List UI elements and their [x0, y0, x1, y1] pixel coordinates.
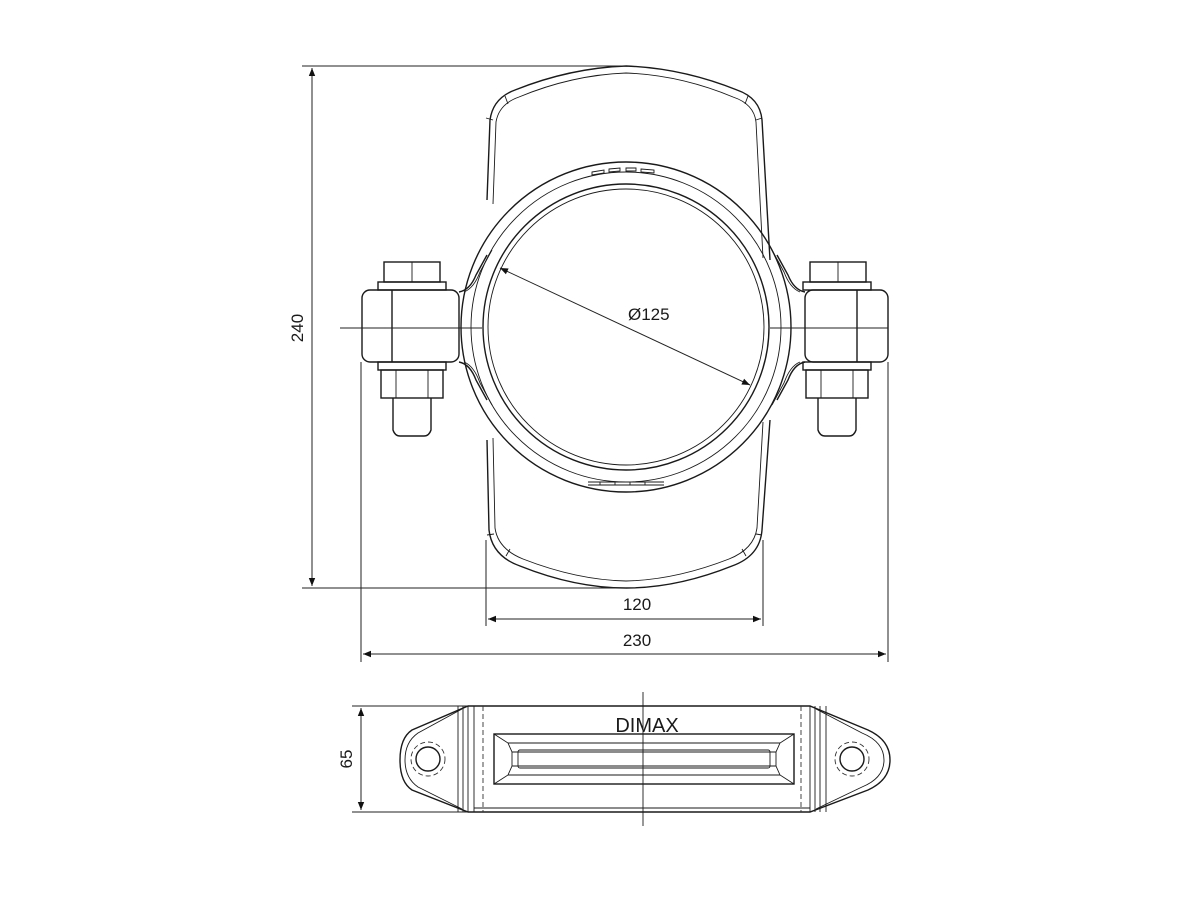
edge-ticks [485, 95, 763, 557]
bore [482, 183, 770, 471]
left-bolt-hole [415, 746, 441, 772]
bore-diameter-dimension-line [499, 267, 751, 386]
product-marking: DIMAX [615, 715, 678, 737]
saddle-body-outline [486, 65, 771, 589]
left-lug [340, 249, 493, 437]
bore-diameter-label: Ø125 [628, 305, 670, 324]
height-label: 240 [288, 314, 307, 342]
recessed-window [493, 733, 795, 785]
top-view: DIMAX 65 [337, 692, 891, 826]
saddle-body-inner [492, 72, 764, 582]
depth-label: 65 [337, 750, 356, 769]
ring-marking-bottom [588, 481, 664, 486]
bore-inner [487, 188, 765, 466]
right-bolt-hole [839, 746, 865, 772]
ring-marking-top [591, 167, 655, 176]
outer-ring [460, 161, 792, 493]
front-view: Ø125 240 120 230 [288, 65, 889, 662]
overall-width-label: 230 [623, 631, 651, 650]
right-lug [770, 249, 889, 437]
body-width-label: 120 [623, 595, 651, 614]
